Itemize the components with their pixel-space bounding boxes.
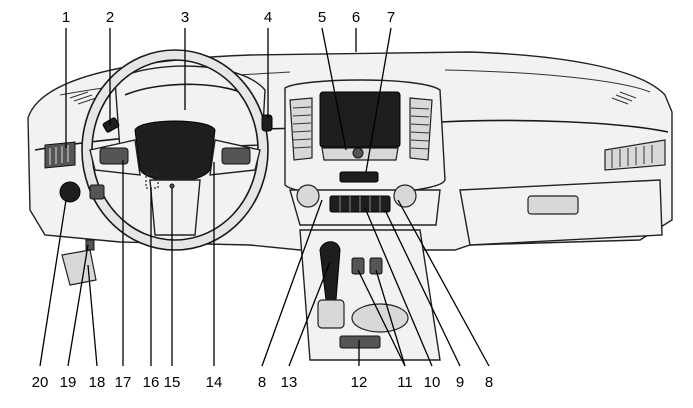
leader-11b <box>375 269 406 367</box>
callout-17: 17 <box>115 374 132 391</box>
leader-9 <box>384 209 461 367</box>
callout-8-left: 8 <box>258 374 266 391</box>
leader-lines <box>39 27 490 367</box>
turn-signal-lever <box>102 117 120 133</box>
leader-19 <box>67 244 89 367</box>
callout-2: 2 <box>106 9 114 26</box>
leader-5 <box>321 27 347 151</box>
callout-15: 15 <box>164 374 181 391</box>
callout-11: 11 <box>397 374 413 391</box>
leader-13 <box>288 261 331 367</box>
hazard-warning-button <box>339 171 379 183</box>
callout-8-right: 8 <box>485 374 493 391</box>
callout-3: 3 <box>181 9 189 26</box>
callout-7: 7 <box>387 9 395 26</box>
climate-knob-left <box>296 184 320 208</box>
callout-10: 10 <box>424 374 441 391</box>
glove-box-handle <box>527 195 579 215</box>
callout-1: 1 <box>62 9 70 26</box>
console-switch-left <box>351 257 365 275</box>
usb-aux-ports <box>339 335 381 349</box>
climate-knob-right <box>393 184 417 208</box>
callout-9: 9 <box>456 374 464 391</box>
callout-13: 13 <box>281 374 298 391</box>
steering-wheel-hub <box>134 120 216 182</box>
hood-release <box>61 249 97 286</box>
horn-marker <box>145 173 159 189</box>
parking-brake-release <box>85 239 95 251</box>
steering-wheel <box>81 49 273 251</box>
instrument-dimmer <box>89 184 105 200</box>
shift-boot <box>317 299 345 329</box>
callout-5: 5 <box>318 9 326 26</box>
left-wheel-controls <box>99 147 129 165</box>
right-wheel-controls <box>221 147 251 165</box>
callout-labels: 1 2 3 4 5 6 7 8 8 9 10 11 12 13 14 15 16… <box>32 9 494 391</box>
callout-12: 12 <box>351 374 368 391</box>
callout-20: 20 <box>32 374 49 391</box>
leader-11a <box>357 269 406 367</box>
leader-20 <box>39 199 67 367</box>
leader-10 <box>364 207 433 367</box>
infotainment-screen <box>319 91 401 148</box>
steering-column-adjust <box>169 183 175 189</box>
leader-7 <box>365 27 392 173</box>
shift-lever <box>319 241 341 301</box>
console-switch-right <box>369 257 383 275</box>
center-right-vent <box>409 97 433 161</box>
volume-knob <box>352 147 364 159</box>
callout-4: 4 <box>264 9 272 26</box>
center-stack <box>284 79 446 226</box>
center-left-vent <box>289 97 313 161</box>
lower-left-area <box>59 181 105 286</box>
callout-18: 18 <box>89 374 106 391</box>
callout-6: 6 <box>352 9 360 26</box>
headlamp-switch <box>59 181 81 203</box>
callout-14: 14 <box>206 374 223 391</box>
leader-8-left <box>261 199 323 367</box>
leader-18 <box>87 264 98 367</box>
cupholder <box>351 303 409 333</box>
wiper-lever <box>261 114 273 132</box>
leader-8-right <box>397 199 490 367</box>
callout-19: 19 <box>60 374 77 391</box>
callout-16: 16 <box>143 374 160 391</box>
